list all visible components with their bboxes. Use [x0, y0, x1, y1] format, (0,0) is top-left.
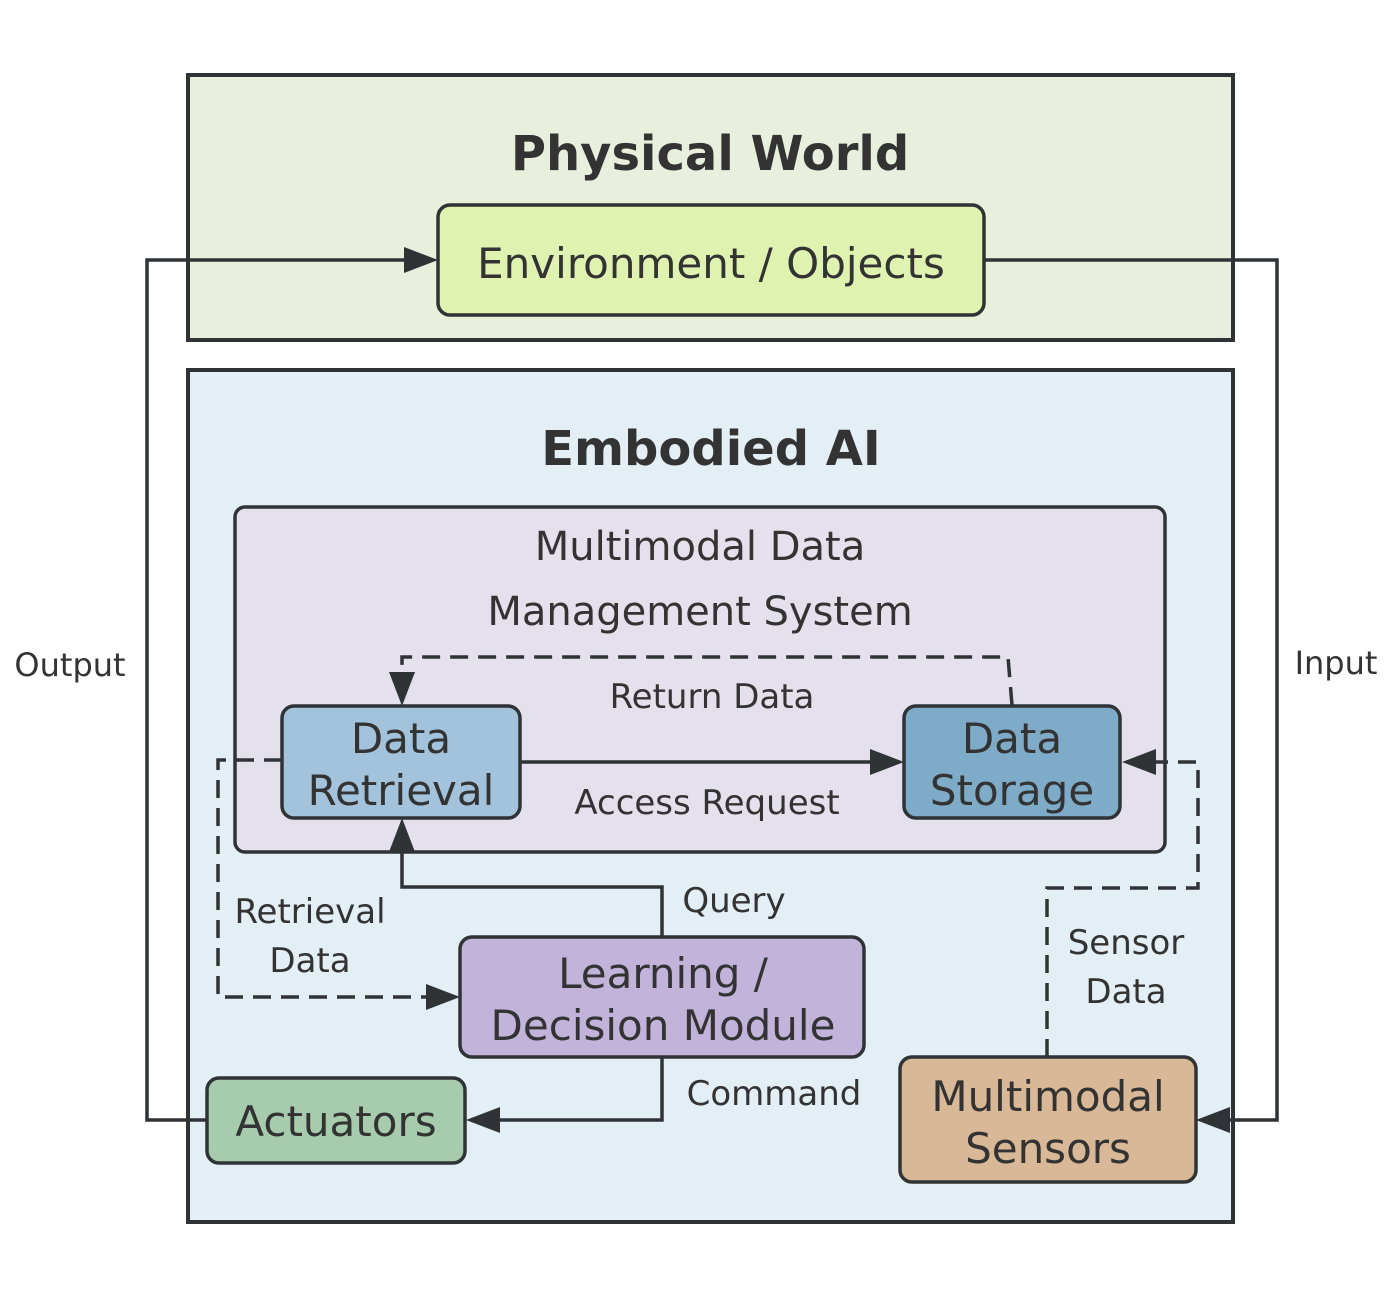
data-storage-label-line1: Data: [962, 714, 1062, 763]
return-data-label: Return Data: [610, 677, 815, 717]
query-label: Query: [682, 881, 785, 921]
query-arrowhead: [389, 818, 415, 852]
output-flow-arrowhead: [404, 247, 438, 273]
actuators-label: Actuators: [235, 1097, 436, 1146]
command-arrowhead: [466, 1107, 500, 1133]
multimodal-sensors-label-line1: Multimodal: [931, 1072, 1164, 1121]
data-storage-box: [902, 704, 1122, 820]
multimodal-sensors-label-line2: Sensors: [965, 1124, 1131, 1173]
sensor-data-arrowhead: [1122, 749, 1156, 775]
sensor-data-label-line2: Data: [1085, 972, 1166, 1012]
physical-world-title: Physical World: [511, 126, 909, 182]
command-flow-line: [494, 1058, 664, 1122]
retrieval-data-label-line1: Retrieval: [234, 892, 385, 932]
input-flow-line: [984, 258, 1279, 1122]
mdms-title-line2: Management System: [487, 589, 912, 635]
query-flow-line: [400, 846, 664, 937]
retrieval-data-arrowhead: [426, 984, 460, 1010]
input-label: Input: [1295, 644, 1378, 682]
mdms-title-line1: Multimodal Data: [535, 524, 865, 570]
output-label: Output: [14, 646, 125, 684]
data-retrieval-box: [280, 704, 522, 820]
access-request-arrowhead: [870, 749, 904, 775]
data-retrieval-label-line2: Retrieval: [308, 766, 495, 815]
input-flow-arrowhead: [1196, 1107, 1230, 1133]
multimodal-sensors-box: [898, 1055, 1198, 1184]
learning-decision-module-box: [458, 935, 866, 1059]
sensor-data-flow-line: [1045, 760, 1200, 1057]
return-data-arrowhead: [389, 672, 415, 706]
sensor-data-label-line1: Sensor: [1068, 923, 1185, 963]
retrieval-data-label-line2: Data: [269, 941, 350, 981]
learning-decision-label-line1: Learning /: [558, 949, 769, 998]
actuators-box: [205, 1076, 467, 1165]
embodied-ai-title: Embodied AI: [541, 421, 881, 477]
environment-objects-label: Environment / Objects: [477, 239, 945, 288]
learning-decision-label-line2: Decision Module: [491, 1001, 836, 1050]
command-label: Command: [687, 1074, 862, 1114]
access-request-label: Access Request: [574, 783, 839, 823]
data-storage-label-line2: Storage: [930, 766, 1094, 815]
return-data-flow-line: [400, 655, 1014, 706]
retrieval-data-flow-line: [216, 758, 432, 999]
data-retrieval-label-line1: Data: [351, 714, 451, 763]
output-flow-line: [145, 258, 410, 1122]
